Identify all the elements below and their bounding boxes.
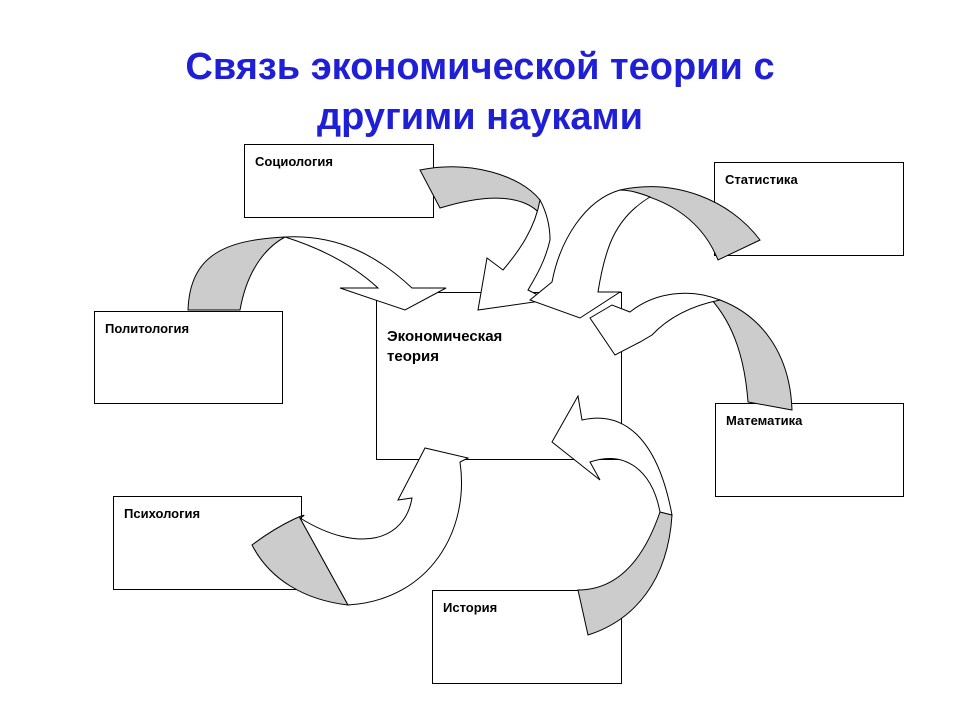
title-line-2: другими науками	[316, 96, 644, 138]
arrow-politology-to-economics	[187, 236, 447, 311]
arrow-psychology-to-economics	[251, 447, 470, 606]
node-history: История	[432, 590, 622, 684]
node-mathematics: Математика	[715, 403, 904, 497]
node-economic-theory-line-1: Экономическая	[387, 328, 503, 345]
arrow-mathematics-to-economics	[589, 292, 793, 411]
node-politology: Политология	[94, 311, 283, 404]
node-economic-theory-line-2: теория	[387, 348, 439, 365]
title-line-1: Связь экономической теории с	[185, 46, 775, 88]
arrow-sociology-to-economics	[419, 166, 551, 311]
arrow-history-to-economics	[551, 394, 673, 636]
page-title: Связь экономической теории с другими нау…	[0, 42, 960, 142]
arrow-statistics-to-economics	[529, 186, 761, 319]
